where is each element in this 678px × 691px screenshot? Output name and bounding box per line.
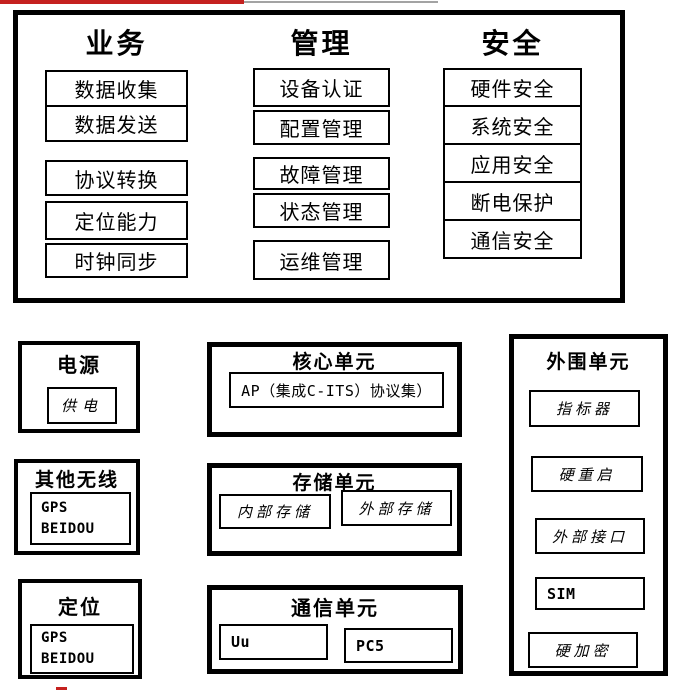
- unit-core: 核心单元 AP（集成C-ITS）协议集）: [207, 342, 462, 437]
- column-security: 安全 硬件安全 系统安全 应用安全 断电保护 通信安全: [443, 15, 582, 298]
- unit-power-title: 电源: [57, 353, 101, 377]
- communication-item-pc5: PC5: [344, 628, 453, 663]
- storage-item-internal: 内部存储: [219, 494, 331, 529]
- beidou-label: BEIDOU: [41, 651, 95, 667]
- unit-storage-title: 存储单元: [292, 472, 377, 494]
- security-item: 通信安全: [443, 219, 582, 259]
- unit-other-wireless: 其他无线 GPS BEIDOU: [14, 459, 140, 555]
- unit-peripheral: 外围单元 指标器 硬重启 外部接口 SIM 硬加密: [509, 334, 668, 676]
- management-item: 状态管理: [253, 193, 390, 228]
- capability-panel: 业务 数据收集 数据发送 协议转换 定位能力 时钟同步 管理 设备认证 配置管理…: [13, 10, 625, 303]
- peripheral-item-external-interface: 外部接口: [535, 518, 645, 554]
- top-grey-line: [244, 1, 438, 3]
- column-security-title: 安全: [481, 27, 544, 60]
- management-item: 运维管理: [253, 240, 390, 280]
- security-item: 系统安全: [443, 105, 582, 145]
- management-item: 设备认证: [253, 68, 390, 107]
- unit-core-item: AP（集成C-ITS）协议集）: [229, 372, 444, 408]
- unit-communication-title: 通信单元: [291, 596, 379, 620]
- column-management: 管理 设备认证 配置管理 故障管理 状态管理 运维管理: [253, 15, 390, 298]
- unit-positioning-item: GPS BEIDOU: [30, 624, 134, 674]
- storage-item-external: 外部存储: [341, 490, 452, 526]
- security-item: 断电保护: [443, 181, 582, 221]
- unit-communication: 通信单元 Uu PC5: [207, 585, 463, 674]
- security-item: 应用安全: [443, 143, 582, 183]
- gps-label: GPS: [41, 630, 68, 646]
- peripheral-item-indicator: 指标器: [529, 390, 640, 427]
- unit-core-title: 核心单元: [292, 351, 377, 373]
- peripheral-item-sim: SIM: [535, 577, 645, 610]
- beidou-label: BEIDOU: [41, 520, 95, 537]
- gps-label: GPS: [41, 499, 68, 516]
- top-red-bar: [0, 0, 244, 4]
- unit-peripheral-title: 外围单元: [546, 351, 631, 373]
- business-item: 定位能力: [45, 201, 188, 240]
- management-item: 配置管理: [253, 110, 390, 145]
- column-business-title: 业务: [85, 27, 148, 60]
- communication-item-uu: Uu: [219, 624, 328, 660]
- peripheral-item-hard-encryption: 硬加密: [528, 632, 638, 668]
- column-business: 业务 数据收集 数据发送 协议转换 定位能力 时钟同步: [45, 15, 188, 298]
- peripheral-item-hard-reset: 硬重启: [531, 456, 643, 492]
- security-item: 硬件安全: [443, 68, 582, 107]
- unit-storage: 存储单元 内部存储 外部存储: [207, 463, 462, 556]
- management-item: 故障管理: [253, 157, 390, 190]
- unit-other-wireless-title: 其他无线: [34, 469, 119, 491]
- unit-other-wireless-item: GPS BEIDOU: [30, 492, 131, 545]
- business-item: 数据发送: [45, 105, 188, 142]
- business-item: 时钟同步: [45, 243, 188, 278]
- column-management-title: 管理: [290, 27, 353, 60]
- unit-positioning: 定位 GPS BEIDOU: [18, 579, 142, 679]
- unit-power-item: 供电: [47, 387, 117, 424]
- business-item: 协议转换: [45, 160, 188, 196]
- business-item: 数据收集: [45, 70, 188, 107]
- unit-power: 电源 供电: [18, 341, 140, 433]
- bottom-red-dash: [56, 687, 67, 690]
- unit-positioning-title: 定位: [58, 595, 102, 619]
